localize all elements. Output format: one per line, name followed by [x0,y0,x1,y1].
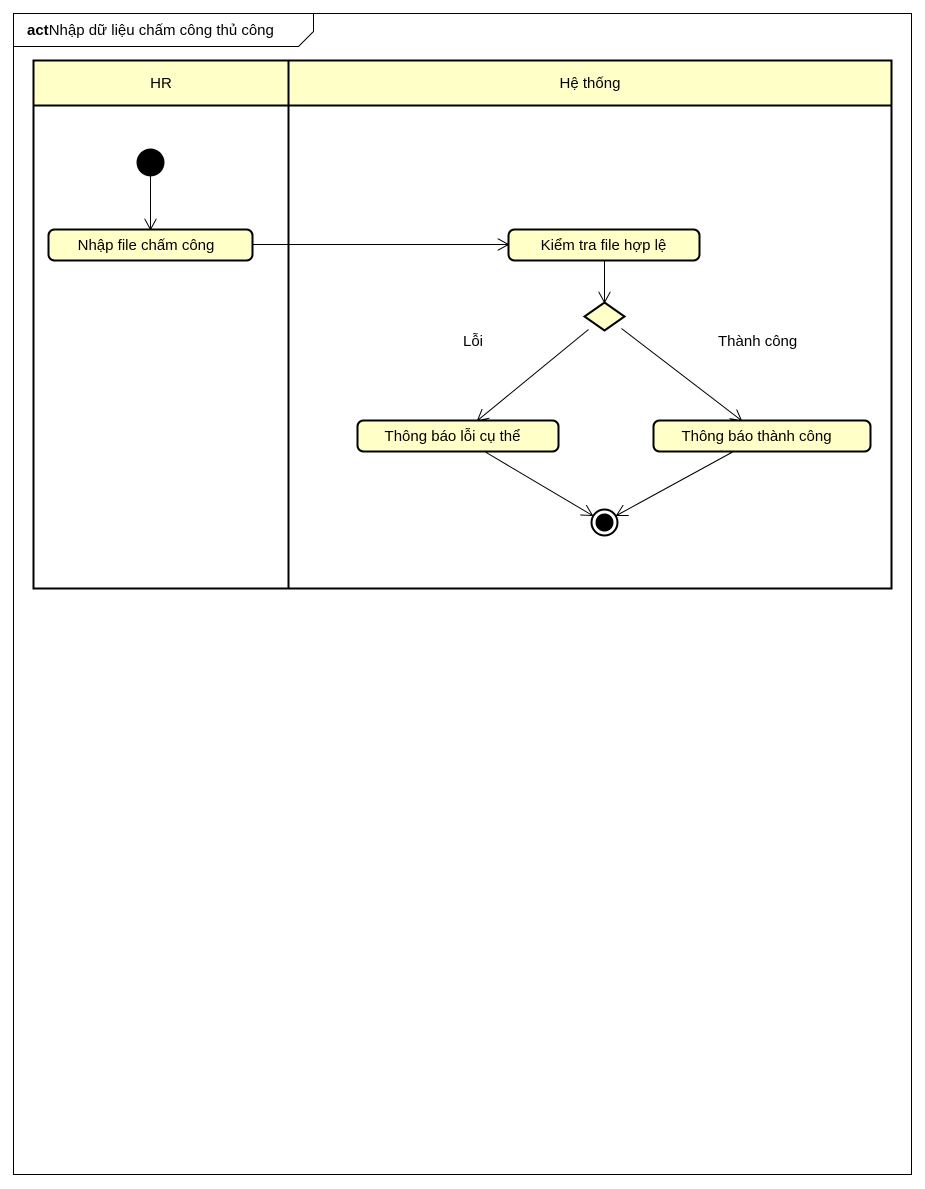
action-notify-error-label: Thông báo lỗi cụ thể [384,428,521,445]
swimlane-container [32,59,893,590]
diagram-frame [13,13,912,1175]
initial-node [136,148,165,177]
flow-error-to-final [484,451,593,516]
flow-decision-to-success [621,328,742,421]
flow-success-to-final [617,451,734,516]
action-notify-success[interactable] [652,419,872,453]
lane-header-hr: HR [150,74,172,92]
action-import-file-label: Nhập file chấm công [77,237,215,254]
flow-decision-to-error [478,329,589,421]
action-check-file-label: Kiểm tra file hợp lệ [540,237,667,254]
lane-header-system: Hệ thống [559,74,621,92]
final-node [595,513,614,532]
lane-header-background [34,61,891,106]
guard-success-label: Thành công [718,333,798,350]
guard-error-label: Lỗi [463,333,484,350]
frame-title: actNhập dữ liệu chấm công thủ công [27,22,274,40]
decision-node[interactable] [582,301,627,332]
frame-name-tab [13,13,314,47]
action-notify-error[interactable] [356,419,560,453]
frame-title-text: Nhập dữ liệu chấm công thủ công [48,22,274,39]
action-notify-success-label: Thông báo thành công [681,428,832,445]
frame-kind: act [27,22,49,39]
